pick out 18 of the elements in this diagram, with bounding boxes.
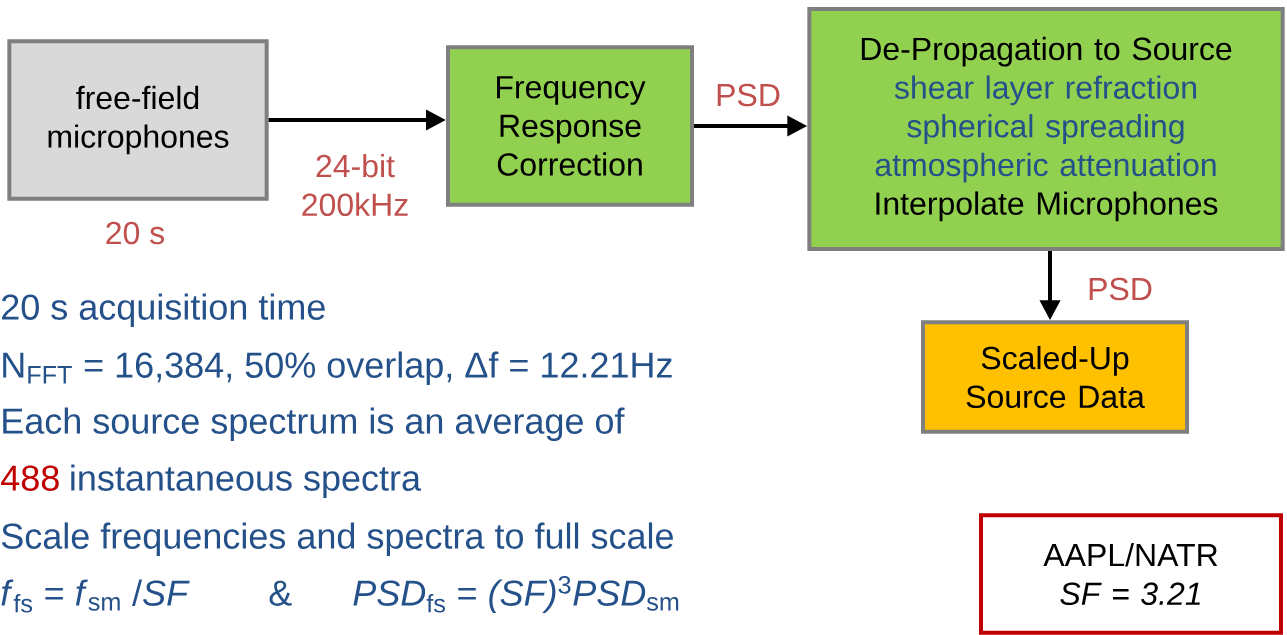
bullet-text: 488	[1, 465, 59, 491]
output-box: Scaled-Up Source Data	[921, 320, 1189, 434]
process-box: Frequency Response Correction	[446, 45, 694, 207]
bullet-text: Scale frequencies and spectra to full scale	[1, 522, 673, 556]
bullet-text: Each source spectrum is an average of	[3, 407, 625, 441]
microphone-box: free-field microphones	[7, 39, 269, 201]
ampersand-text: &	[269, 580, 292, 606]
edge-label: 24-bit 200kHz	[302, 153, 408, 217]
formula-text: f$_{fs}$ = f$_{sm}$ /SF	[1, 579, 190, 613]
process-box: De-Propagation to Source shear layer refraction spherical spreading atmospheric attenuation Interpolate Microphones	[807, 7, 1285, 251]
edge-label: PSD	[717, 83, 780, 107]
formula-text: PSD$_{fs}$ = (SF)$^{3}$PSD$_{sm}$	[353, 575, 679, 613]
duration-label: 20 s	[106, 221, 165, 245]
bullet-text: instantaneous spectra	[71, 464, 422, 498]
edge-label: PSD	[1089, 277, 1152, 301]
bullet-text: 20 s acquisition time	[2, 293, 325, 327]
bullet-text: N$_{FFT}$ = 16,384, 50% overlap, Δf = 12.21Hz	[3, 351, 672, 385]
note-box: AAPL/NATR SF = 3.21	[979, 513, 1283, 635]
